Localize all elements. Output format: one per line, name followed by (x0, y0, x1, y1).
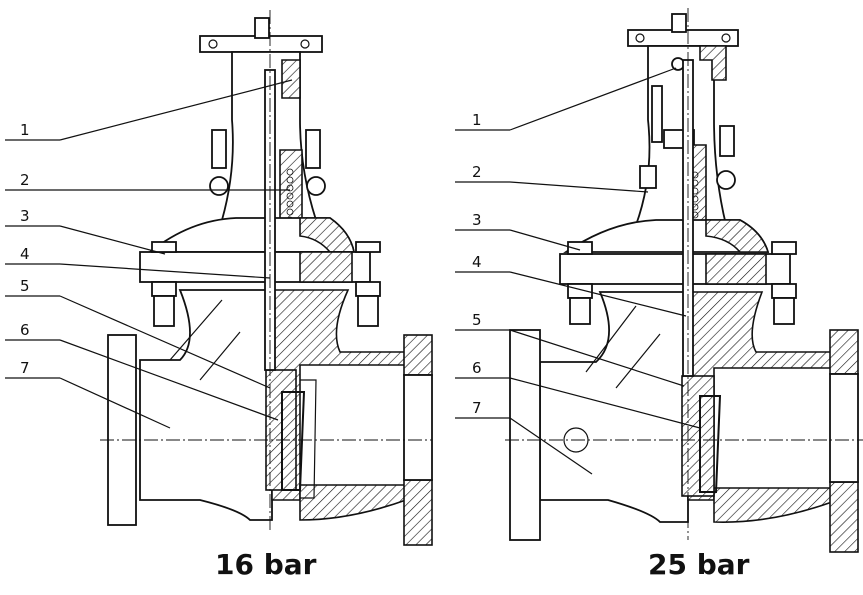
valve-16-bar: 1 2 3 4 5 6 7 (5, 10, 433, 546)
yoke-bolt-left (211, 129, 227, 169)
caption-16-bar: 16 bar (215, 548, 317, 581)
stem-top (254, 17, 270, 39)
callout-5: 5 (20, 277, 30, 295)
callout-4: 4 (472, 253, 482, 271)
yoke-bolt-right (305, 129, 321, 169)
callout-1: 1 (472, 111, 482, 129)
valve-25-bar: 1 2 3 4 5 6 7 (455, 8, 863, 553)
callout-3: 3 (20, 207, 30, 225)
valve-body-left (139, 289, 273, 521)
callouts-25-bar: 1 2 3 4 5 6 7 (455, 67, 701, 475)
callout-4: 4 (20, 245, 30, 263)
callout-6: 6 (472, 359, 482, 377)
callout-2: 2 (472, 163, 482, 181)
valve-body-right (271, 289, 407, 501)
valve-body-left (539, 291, 689, 523)
inlet-flange (107, 334, 137, 526)
yoke-bolt-right (719, 125, 735, 157)
callout-1: 1 (20, 121, 30, 139)
callout-5: 5 (472, 311, 482, 329)
callouts-16-bar: 1 2 3 4 5 6 7 (5, 79, 293, 429)
callout-3: 3 (472, 211, 482, 229)
caption-25-bar: 25 bar (648, 548, 750, 581)
callout-7: 7 (472, 399, 482, 417)
stem-top (671, 13, 687, 33)
gate-wedge (681, 375, 715, 497)
callout-2: 2 (20, 171, 30, 189)
callout-6: 6 (20, 321, 30, 339)
callout-7: 7 (20, 359, 30, 377)
